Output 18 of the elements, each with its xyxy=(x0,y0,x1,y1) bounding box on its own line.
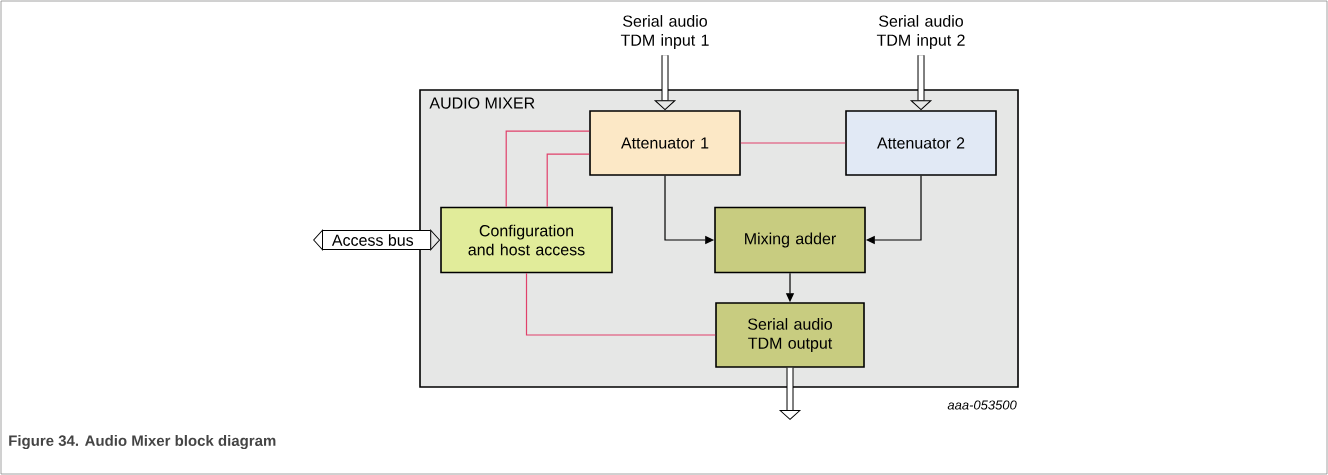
block-arrow xyxy=(910,55,932,111)
process-box: Attenuator 2 xyxy=(845,110,997,176)
block-arrow xyxy=(779,367,801,420)
process-box: Configuration and host access xyxy=(440,206,613,274)
connector-line xyxy=(546,153,590,208)
input-label: Serial audio TDM input 2 xyxy=(876,15,965,49)
edge-label: Access bus xyxy=(330,233,415,247)
input-label: Serial audio TDM input 1 xyxy=(620,15,709,49)
block-arrow xyxy=(654,55,676,111)
process-box: Attenuator 1 xyxy=(589,110,741,176)
process-box: Mixing adder xyxy=(714,206,866,274)
connector-line xyxy=(505,130,590,208)
process-box: Serial audio TDM output xyxy=(715,302,865,368)
connector-line xyxy=(740,142,846,144)
figure-caption: Figure 34. Audio Mixer block diagram xyxy=(9,435,276,450)
block-arrow xyxy=(313,229,441,251)
figure-id: aaa-053500 xyxy=(947,400,1017,410)
connector-line xyxy=(525,272,716,336)
